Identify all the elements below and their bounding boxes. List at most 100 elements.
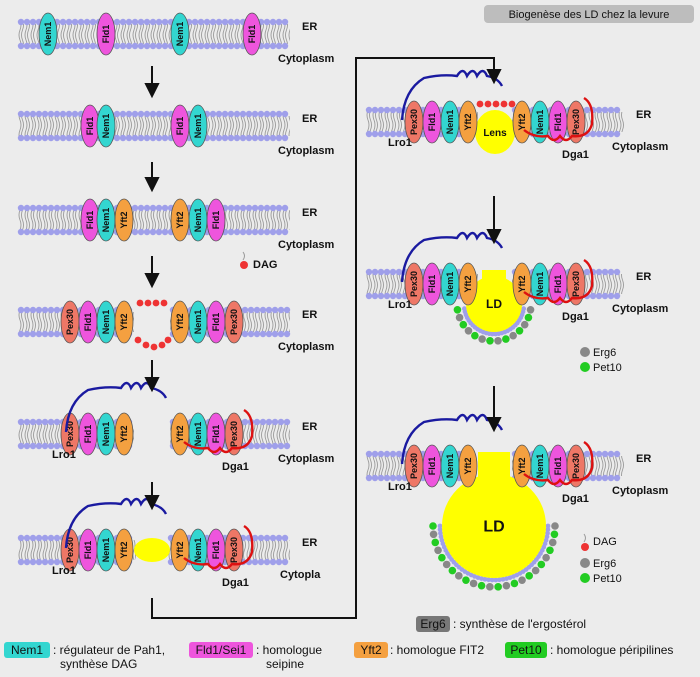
nem1-tag: Nem1	[11, 643, 43, 657]
lipid-head	[53, 110, 61, 118]
pex30-label: Pex30	[65, 537, 75, 563]
lipid-head	[589, 474, 597, 482]
lipid-head	[47, 306, 55, 314]
lipid-head	[161, 18, 169, 26]
yft2-protein	[114, 412, 134, 456]
pet10-description: : homologue péripilines	[550, 643, 673, 657]
nem1-label: Nem1	[445, 454, 455, 479]
lipid-head	[259, 442, 267, 450]
yft2-label: Yft2	[463, 457, 473, 474]
droplet-phospholipid	[438, 530, 443, 536]
droplet-phospholipid	[545, 530, 550, 536]
lipid-head	[29, 418, 37, 426]
dga1-label: Dga1	[222, 461, 249, 473]
pet10-protein	[448, 566, 457, 575]
lipid-head	[47, 204, 55, 212]
pet10-legend2-dot	[580, 573, 590, 583]
lipid-head	[131, 42, 139, 50]
lipid-head	[209, 134, 217, 142]
lipid-head	[607, 450, 615, 458]
lro1-label: Lro1	[388, 299, 412, 311]
lipid-head	[23, 204, 31, 212]
lipid-head	[155, 42, 163, 50]
lipid-head	[265, 330, 273, 338]
dag-legend-head	[240, 261, 248, 269]
lipid-head	[265, 442, 273, 450]
erg6-tag: Erg6	[420, 617, 446, 631]
erg6-protein	[502, 581, 511, 590]
lipid-head	[589, 130, 597, 138]
lipid-head	[29, 534, 37, 542]
er-label: ER	[302, 21, 317, 33]
lipid-head	[395, 292, 403, 300]
lipid-head	[253, 330, 261, 338]
pex30-label: Pex30	[65, 309, 75, 335]
lipid-head	[23, 306, 31, 314]
lipid-tails	[18, 24, 290, 44]
lipid-head	[47, 134, 55, 142]
lipid-head	[131, 228, 139, 236]
lipid-head	[277, 442, 285, 450]
lipid-head	[241, 330, 249, 338]
lipid-head	[17, 418, 25, 426]
pet10-protein	[486, 336, 494, 345]
dag-legend-tail	[242, 251, 245, 261]
lipid-head	[607, 130, 615, 138]
lipid-head	[119, 18, 127, 26]
nem1-protein	[188, 104, 208, 148]
lipid-head	[23, 18, 31, 26]
lipid-head	[277, 306, 285, 314]
title: Biogenèse des LD chez la levure	[509, 9, 670, 21]
lipid-head	[23, 42, 31, 50]
pet10-protein	[453, 305, 462, 314]
lipid-head	[383, 130, 391, 138]
lipid-head	[23, 228, 31, 236]
dag-molecule	[142, 341, 150, 349]
yft2-label: Yft2	[175, 541, 185, 558]
lipid-head	[383, 268, 391, 276]
lipid-head	[259, 306, 267, 314]
lipid-head	[227, 42, 235, 50]
cytoplasm-label: Cytoplasm	[278, 53, 334, 65]
cytoplasm-label: Cytoplasm	[278, 145, 334, 157]
lipid-head	[47, 418, 55, 426]
lipid-head	[263, 534, 271, 542]
nem1-label: Nem1	[101, 422, 111, 447]
lipid-head	[227, 18, 235, 26]
cytoplasm-label: Cytoplasm	[278, 341, 334, 353]
lipid-head	[137, 134, 145, 142]
erg6-legend2-label: Erg6	[593, 558, 616, 570]
pex30-protein	[224, 300, 244, 344]
dga1-label: Dga1	[562, 311, 589, 323]
dag-legend2-label: DAG	[593, 536, 617, 548]
droplet-coat-legend-2: DAG Erg6 Pet10	[580, 533, 622, 585]
fld1-label: Fld1	[83, 425, 93, 444]
dag-molecule	[164, 336, 172, 344]
lipid-head	[395, 450, 403, 458]
pex30-label: Pex30	[229, 421, 239, 447]
lipid-head	[245, 228, 253, 236]
yft2-label: Yft2	[175, 313, 185, 330]
lipid-head	[17, 134, 25, 142]
er-label: ER	[302, 309, 317, 321]
dag-molecule	[508, 100, 516, 108]
lipid-head	[17, 330, 25, 338]
lro1-label: Lro1	[52, 449, 76, 461]
lipid-head	[277, 330, 285, 338]
droplet-phospholipid	[500, 576, 506, 582]
lipid-head	[257, 228, 265, 236]
yft2-protein	[114, 198, 134, 242]
lipid-head	[247, 330, 255, 338]
lipid-head	[47, 110, 55, 118]
lipid-head	[275, 110, 283, 118]
lipid-head	[283, 306, 291, 314]
droplet-phospholipid	[493, 577, 499, 583]
lipid-head	[263, 204, 271, 212]
lipid-head	[215, 42, 223, 50]
lipid-head	[53, 534, 61, 542]
pet10-legend-label: Pet10	[593, 362, 622, 374]
lipid-head	[53, 330, 61, 338]
connector-head	[486, 69, 502, 85]
